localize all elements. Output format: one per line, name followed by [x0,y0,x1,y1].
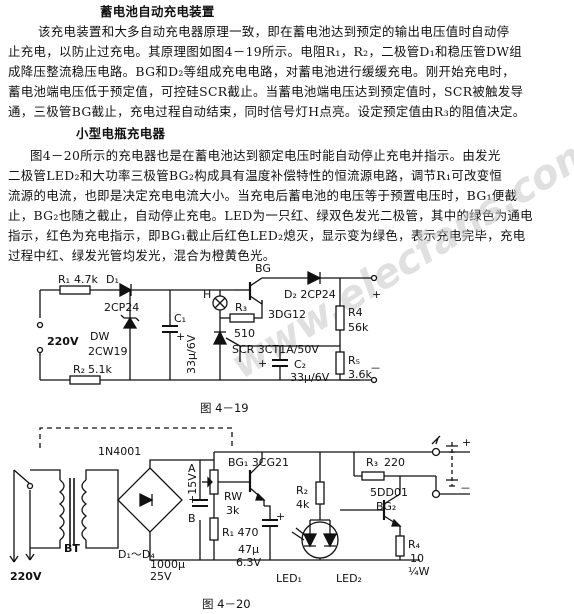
label-r1: R₁ [58,273,70,286]
caption-fig19: 图 4－19 [200,401,249,415]
label-15v: +15V [186,473,199,504]
label-c2-value: 33μ/6V [290,371,330,384]
label-bg: BG [255,262,271,275]
label-d1-d4: D₁～D₄ [118,548,155,561]
label-c1: C₁ [174,312,186,325]
resistor-r5 [335,351,345,375]
para2-line: 图4－20所示的充电器也是在蓄电池达到额定电压时能自动停止充电并指示。由发光 [30,148,501,163]
label-dw-value: 2CW19 [88,345,128,358]
label-c1-value: 33μ/6V [185,334,198,374]
caption-fig20: 图 4－20 [202,597,251,611]
label-r2: R₂ [73,363,85,376]
para2-line: 流源的电流，也即是决定充电电流大小。当充电后蓄电池的电压等于预置电压时，BG₁便… [8,188,518,203]
label-dw: DW [90,330,109,343]
scr [212,330,228,345]
para2-line: 指示，红色为充电指示，即BG₁截止后红色LED₂熄灭，显示变为绿色，表示充电完毕… [8,228,526,243]
para1-line: 该充电装置和大多自动充电器原理一致，即在蓄电池达到预定的输出电压值时自动停 [38,24,510,39]
label-r4: R4 [348,306,363,319]
label-minus-out: － [370,362,381,375]
label-220v: 220V [47,335,79,348]
label-plus-c2: + [258,357,267,370]
label-minus-battery: － [460,482,471,495]
resistor-r2 [69,375,101,385]
label-d2: D₂ 2CP24 [284,288,336,301]
label-r4-watt: ¼W [408,565,430,578]
label-h: H [203,288,211,301]
label-d1-value: 2CP24 [104,301,139,314]
label-r2-value: 4k [296,498,310,511]
para1-line: 通，三极管BG截止，充电过程自动结束，同时信号灯H点亮。设定预定值由R₃的阻值决… [8,104,526,119]
label-r3: R₃ [235,301,247,314]
para2-line: 二极管LED₂和大功率三极管BG₂构成具有温度补偿特性的恒流源电路，调节R₁可改… [8,168,503,183]
label-c1-voltage: 25V [150,570,172,583]
label-plus-out: + [372,288,381,301]
para2-line: 过程中红、绿发光管均发光，混合为橙黄色光。 [8,248,276,263]
label-rw: RW [224,490,242,503]
label-r1-value: 4.7k [74,273,98,286]
diode-d2 [307,270,322,286]
transformer-primary [58,479,65,541]
label-scr: SCR 3CT1A/50V [232,343,319,356]
label-r4: R₄ [408,538,421,551]
label-c2-voltage: 6.3V [236,556,261,569]
label-r2-value: 5.1k [88,363,112,376]
label-bg2: BG₂ [376,500,396,513]
heading-small-charger: 小型电瓶充电器 [76,126,166,141]
label-plus-c1: + [176,330,185,343]
label-r3-value: 220 [384,456,405,469]
para1-line: 蓄电池端电压低于预定值，可控硅SCR截止。当蓄电池端电压达到预定值时，SCR被触… [8,84,524,99]
label-r3: R₃ [366,456,378,469]
label-r1: R₁ 470 [222,526,259,539]
label-bt: BT [64,542,80,555]
label-bg1: BG₁ 3CG21 [228,456,289,469]
resistor-r3 [361,471,385,481]
resistor-r4 [335,305,345,331]
resistor-r1 [59,285,91,295]
capacitor-c1 [192,499,208,507]
label-r4-value: 10 [410,552,424,565]
resistor-r3 [229,313,255,323]
resistor-r1 [209,517,219,541]
label-b: B [188,512,196,525]
para1-line: 成降压整流稳压电路。BG和D₂等组成充电电路，对蓄电池进行缓缓充电。刚开始充电时… [8,64,515,79]
diode-d1-d4 [139,492,154,508]
resistor-r4 [395,535,405,557]
para1-line: 止充电，以防止过充电。其原理图如图4－19所示。电阻R₁，R₂，二极管D₁和稳压… [8,44,523,59]
transformer-core [69,478,75,546]
label-220v: 220V [10,570,42,583]
para2-line: 止，BG₂也随之截止，自动停止充电。LED为一只红、绿双色发光二极管，其中的绿色… [8,208,533,223]
label-rw-value: 3k [226,504,240,517]
label-bg2-type: 5DD01 [370,486,408,499]
label-led1: LED₁ [276,572,302,585]
resistor-r2 [315,481,325,505]
label-bg-value: 3DG12 [268,308,306,321]
label-r3-value: 510 [234,327,255,340]
figure-4-20: 1N4001 BT 220V D₁～D₄ 1000μ 25V A B +15V … [9,427,471,611]
label-plus-battery: + [462,436,471,449]
zener-dw [122,316,138,329]
label-r5: R₅ [348,354,360,367]
label-1n4001: 1N4001 [98,445,141,458]
label-d1: D₁ [106,273,119,286]
label-led2: LED₂ [336,572,362,585]
label-plus-c2: + [276,510,285,523]
transformer-secondary [81,479,88,541]
label-c2-value: 47μ [238,543,259,556]
label-a: A [188,462,196,475]
figure-4-19: R₁ 4.7k D₁ 2CP24 220V DW 2CW19 C₁ + 33μ/… [36,262,381,415]
label-r4-value: 56k [348,321,369,334]
label-r2: R₂ [296,484,308,497]
label-r5-value: 3.6k [348,368,372,381]
label-c1-value: 1000μ [150,558,185,571]
heading-battery-charger: 蓄电池自动充电装置 [100,4,215,19]
diode-d1 [119,282,133,298]
label-c2: C₂ [294,358,306,371]
